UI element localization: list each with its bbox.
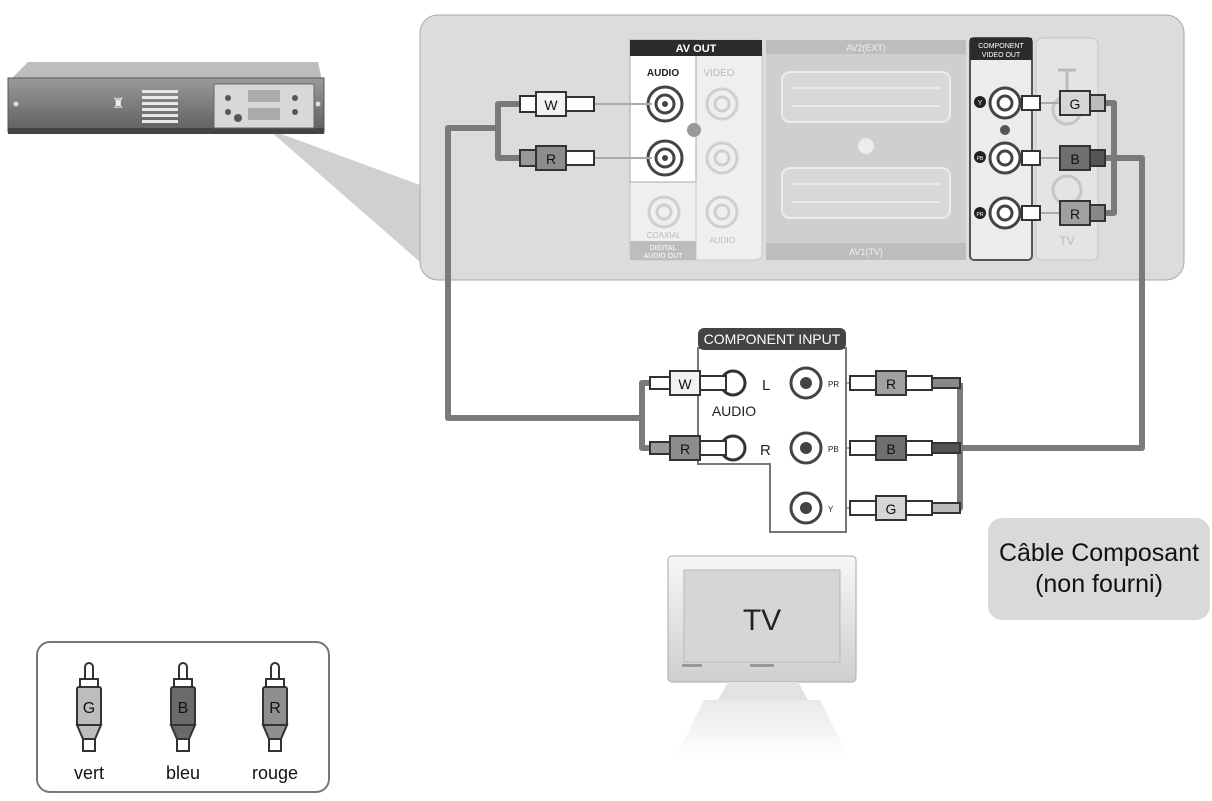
component-blue-cable: [960, 155, 1145, 451]
panel-pr-mark: PR: [977, 212, 984, 218]
legend-letter-2: R: [269, 700, 281, 717]
cable-label-line1: Câble Composant: [998, 538, 1200, 567]
component-video-out-line1: COMPONENT: [978, 43, 1024, 50]
plug-component-pr-letter: R: [1070, 206, 1080, 222]
tv-pb-label: PB: [828, 445, 839, 454]
av-out-title: AV OUT: [676, 43, 717, 55]
tv-pr-label: PR: [828, 380, 839, 389]
video-jacks: [647, 87, 739, 229]
tv-plug-pr: R: [849, 370, 961, 396]
legend-plug-red: R: [261, 662, 289, 752]
legend-letter-0: G: [83, 700, 95, 717]
plug-audio-left: W: [519, 91, 595, 117]
legend-plug-blue: B: [169, 662, 197, 752]
plug-component-pb: B: [1021, 145, 1106, 171]
plug-audio-right: R: [519, 145, 595, 171]
component-red-cable: [1105, 158, 1117, 216]
cable-label-line2: (non fourni): [1035, 570, 1163, 598]
tv-plug-audio-right: R: [649, 434, 747, 462]
av-out-block: AV OUT AUDIO VIDEO COAXIAL DIGITAL AUDIO…: [629, 39, 763, 261]
tv-pr-jack[interactable]: [789, 366, 823, 400]
cables: [445, 100, 1145, 511]
tv-plug-pr-letter: R: [886, 376, 896, 392]
tv-plug-audio-left: W: [649, 369, 747, 397]
plug-audio-right-letter: R: [546, 151, 556, 167]
component-pb-jack[interactable]: [988, 141, 1022, 175]
cable-label: Câble Composant (non fourni): [988, 518, 1210, 620]
component-video-out-block: COMPONENT VIDEO OUT Y PB PR: [969, 37, 1033, 261]
legend-letter-1: B: [178, 700, 189, 717]
svg-text:♜: ♜: [112, 95, 125, 111]
av2-label: AV2(EXT): [846, 43, 886, 53]
tv-plug-audio-right-letter: R: [680, 441, 690, 457]
legend-name-blue: bleu: [165, 763, 201, 783]
plug-component-y: G: [1021, 90, 1106, 116]
tv-set: TV: [667, 555, 857, 760]
audio-sub-label: AUDIO: [709, 236, 734, 245]
tv-y-label: Y: [828, 505, 834, 514]
panel-y-mark: Y: [978, 100, 983, 107]
component-y-jack[interactable]: [988, 86, 1022, 120]
zoom-callout: [238, 118, 420, 262]
panel-pb-mark: PB: [977, 156, 984, 162]
plug-component-y-letter: G: [1070, 96, 1081, 112]
dvd-player: ♜: [7, 62, 325, 134]
tv-y-jack[interactable]: [789, 491, 823, 525]
scart-block: AV2(EXT) AV1(TV): [766, 40, 966, 260]
audio-left-jack[interactable]: [646, 85, 684, 123]
component-video-out-line2: VIDEO OUT: [982, 52, 1021, 59]
tv-l-label: L: [762, 377, 770, 394]
plug-component-pr: R: [1021, 200, 1106, 226]
tv-r-label: R: [760, 442, 771, 459]
tv-plug-pb: B: [849, 435, 961, 461]
digital-audio-out-line1: DIGITAL: [650, 245, 677, 252]
antenna-tv-label: TV: [1059, 234, 1074, 248]
tv-screen-text: TV: [743, 604, 781, 637]
component-input-panel: COMPONENT INPUT AUDIO L R PR PB Y: [697, 328, 847, 533]
tv-pb-jack[interactable]: [789, 431, 823, 465]
plug-component-pb-letter: B: [1070, 151, 1079, 167]
av-out-video-label: VIDEO: [703, 68, 734, 79]
legend-plug-green: G: [75, 662, 103, 752]
component-pr-jack[interactable]: [988, 196, 1022, 230]
tv-plug-pb-letter: B: [886, 441, 895, 457]
av1-label: AV1(TV): [849, 247, 883, 257]
tv-audio-label: AUDIO: [712, 403, 756, 419]
plug-audio-left-letter: W: [544, 97, 558, 113]
audio-red-cable-tv: [639, 418, 650, 451]
legend-name-green: vert: [73, 763, 104, 783]
tv-plug-y: G: [849, 495, 961, 521]
tv-plug-audio-left-letter: W: [678, 376, 692, 392]
legend-plugs: G B R: [75, 662, 289, 752]
audio-right-jack[interactable]: [646, 139, 684, 177]
color-legend: G B R vert bleu rouge: [36, 641, 330, 793]
audio-white-cable: [445, 101, 650, 421]
component-input-title: COMPONENT INPUT: [704, 331, 841, 347]
av-out-audio-label: AUDIO: [647, 68, 679, 79]
audio-red-cable: [495, 128, 520, 161]
coaxial-label: COAXIAL: [647, 231, 682, 240]
tv-plug-y-letter: G: [886, 501, 897, 517]
component-green-cable: [1105, 100, 1117, 158]
digital-audio-out-line2: AUDIO OUT: [644, 253, 684, 260]
legend-name-red: rouge: [251, 763, 299, 783]
